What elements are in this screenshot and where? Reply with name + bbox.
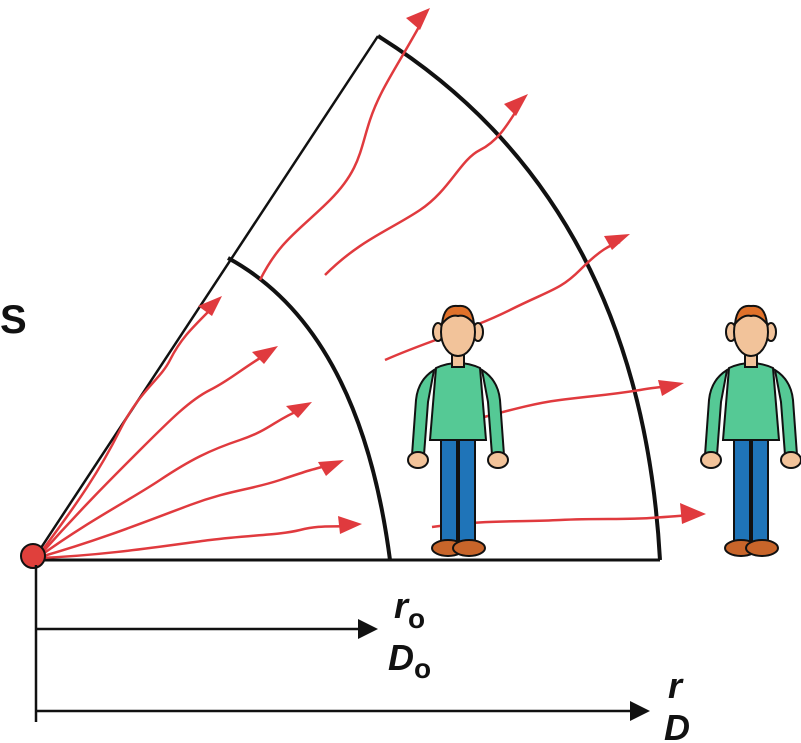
radiation-wave-arrow	[258, 24, 422, 281]
inner-arc	[227, 256, 392, 561]
arrowhead	[286, 402, 312, 418]
arrowhead	[658, 380, 684, 396]
radiation-wave-arrow	[36, 309, 211, 557]
d-main: D	[664, 707, 690, 743]
arrowhead	[630, 701, 650, 721]
arrowhead	[406, 8, 430, 30]
radiation-wave-arrow	[39, 463, 331, 559]
person-icon	[407, 304, 509, 557]
person-icon	[700, 304, 801, 557]
sector-outline	[31, 34, 662, 562]
radiation-wave-arrow	[431, 513, 691, 529]
radiation-wave-arrow	[39, 353, 266, 556]
radiation-waves	[36, 24, 691, 560]
arrowhead	[338, 516, 362, 534]
distance-label-r0: ro Do	[388, 585, 431, 684]
arrowhead	[504, 94, 528, 116]
arrowhead	[604, 234, 630, 250]
r0-sub: o	[408, 603, 425, 634]
svg-text:Do: Do	[388, 637, 431, 684]
d0-main: D	[388, 637, 414, 678]
r-main: r	[668, 665, 684, 706]
distance-label-r: r D	[664, 665, 690, 743]
sector-left-edge	[31, 35, 380, 561]
radiation-wave-arrow	[324, 104, 522, 276]
arrowhead	[252, 346, 278, 364]
arrowhead	[680, 503, 706, 524]
distance-axes	[34, 565, 650, 722]
source-label: S	[0, 298, 27, 342]
svg-text:ro: ro	[394, 585, 425, 634]
outer-arc	[376, 34, 662, 561]
source-dot	[20, 543, 46, 569]
d0-sub: o	[414, 653, 431, 684]
radiation-wave-arrow	[39, 408, 301, 558]
radiation-wave-arrow	[39, 524, 351, 560]
r0-main: r	[394, 585, 410, 626]
arrowhead	[198, 296, 222, 316]
wave-arrowheads	[198, 8, 706, 534]
arrowhead	[318, 460, 344, 476]
arrowhead	[358, 619, 378, 639]
